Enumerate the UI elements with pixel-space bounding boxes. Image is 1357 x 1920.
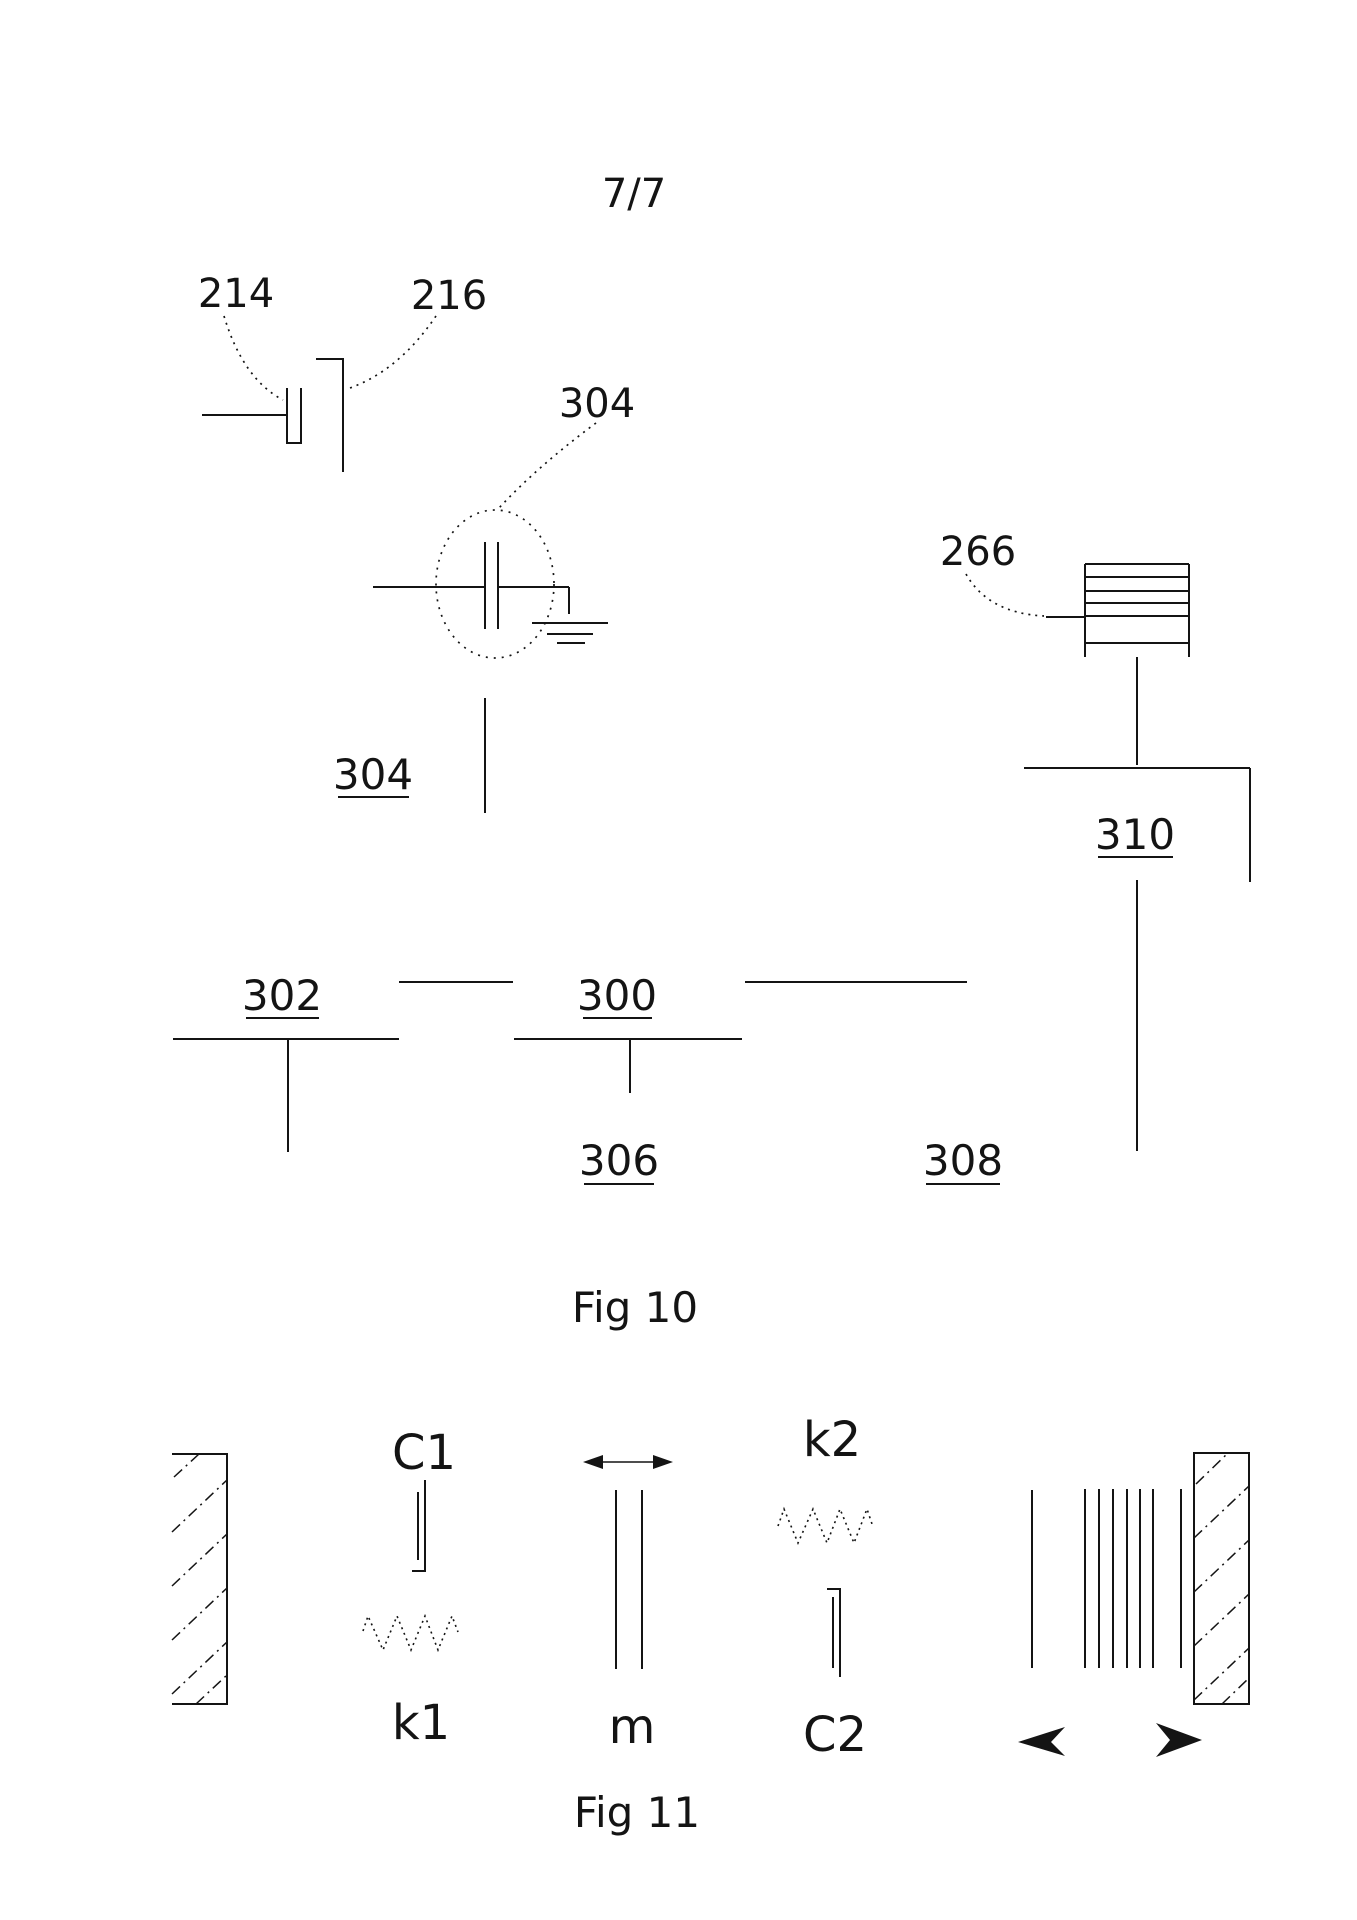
wall-right-outline [1194,1453,1249,1704]
spring-k2-zigzag [778,1509,873,1543]
hatch-line [1196,1453,1228,1484]
ref-304-underlined: 304 [333,750,413,799]
fig11-caption: Fig 11 [574,1788,700,1837]
ref-label-310: 310 [1095,810,1175,859]
comb-fingers [1032,1489,1181,1668]
label-k2: k2 [803,1412,861,1468]
mass-m: m [583,1455,673,1755]
arrowhead-left-icon [1018,1727,1065,1756]
fig10-caption: Fig 10 [572,1283,698,1332]
hatch-line [172,1642,227,1694]
beam-302: 302 [173,971,399,1152]
sheet-number: 7/7 [602,171,666,217]
hatch-line [172,1588,227,1640]
hatch-line [1222,1678,1249,1704]
ref-label-308: 308 [923,1136,1003,1185]
vibration-arrows [1018,1723,1202,1757]
hatch-line [1194,1594,1249,1646]
fig11-diagram: C1 k1 m k2 C2 [172,1412,1249,1837]
capacitor-304-circled: 304 [373,381,635,813]
capacitor-c1: C1 [392,1425,456,1572]
motion-arrowhead-right [653,1455,673,1469]
ref-label-304-callout: 304 [559,381,635,427]
ref-label-304: 304 [333,750,413,799]
hatch-line [172,1480,227,1532]
hatch-line [172,1534,227,1586]
ref-label-214: 214 [198,271,274,317]
ref-label-266: 266 [940,529,1016,575]
label-k1: k1 [392,1695,450,1751]
ref-label-306: 306 [579,1136,659,1185]
leader-line-216 [347,316,436,389]
beam-300: 300 306 [514,971,742,1185]
leader-line-304 [499,423,596,508]
hatch-line [196,1675,227,1704]
wall-left [172,1454,227,1704]
electrode-pair-214-216: 214 216 [198,271,487,472]
label-m: m [609,1699,656,1755]
line-308: 308 [745,982,1003,1185]
ref-label-302: 302 [242,971,322,1020]
label-c1: C1 [392,1425,456,1481]
motion-arrowhead-left [583,1455,603,1469]
spring-k2: k2 [778,1412,873,1543]
hatch-line [174,1454,199,1477]
leader-line-266 [966,574,1044,616]
electrode-214-plate [287,388,301,443]
transducer-266: 266 [940,529,1189,765]
capacitor-c2: C2 [803,1588,867,1763]
spring-k1: k1 [363,1616,458,1751]
hatch-line [1194,1540,1249,1592]
wall-left-outline [172,1454,227,1704]
hatch-line [1194,1648,1249,1700]
spring-k1-zigzag [363,1616,458,1650]
dotted-circle [436,510,554,658]
fig10-diagram: 214 216 304 304 266 [173,271,1250,1332]
ref-label-216: 216 [411,273,487,319]
ref-label-300: 300 [577,971,657,1020]
electrode-216-plate [316,359,343,472]
leader-line-214 [224,316,283,400]
branch-310: 310 [1024,768,1250,1151]
hatch-line [1194,1486,1249,1538]
wall-right [1194,1453,1249,1704]
arrowhead-right-icon [1156,1723,1202,1757]
label-c2: C2 [803,1707,867,1763]
